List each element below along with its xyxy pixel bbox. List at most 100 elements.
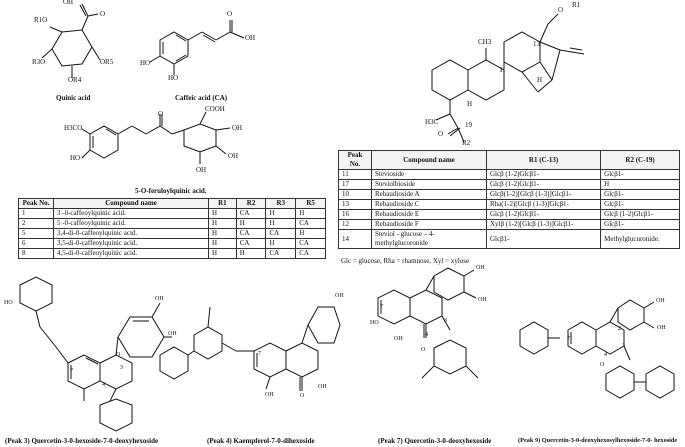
- cell: 5: [18, 228, 54, 239]
- cell: H: [295, 208, 326, 219]
- header-peak-no: Peak No.: [18, 198, 54, 209]
- quinic-or5-label: OR5: [100, 58, 114, 66]
- cell: H: [235, 248, 267, 259]
- peak9-num3: 3: [622, 343, 625, 349]
- cell: H: [600, 179, 680, 190]
- caffeic-oh-label: OH: [245, 34, 256, 42]
- table-row: 13 Rebaudioside C Rha(1-2)[Glcβ (1-3)]Gl…: [338, 199, 680, 210]
- cell: CA: [235, 238, 267, 249]
- header-r2: R2: [235, 198, 267, 209]
- peak3-caption: (Peak 3) Quercetin-3-0-hexoside-7-0-deox…: [5, 437, 159, 445]
- peak7-oh2-label: OH: [478, 297, 487, 303]
- quinic-acid-structure: [20, 2, 130, 97]
- caffeic-acid-structure: [140, 20, 280, 90]
- quinic-oh-label: OH: [63, 0, 74, 6]
- peak7-ho-label: HO: [370, 320, 379, 326]
- cell: Glcβ (1-2)Glcβ1-: [485, 169, 602, 180]
- peak7-num7: 7: [380, 304, 383, 310]
- feruloylquinic-caption: 5-O-feruloylquinic acid.: [135, 187, 207, 195]
- feruloyl-oh2-label: OH: [196, 166, 207, 174]
- cell: Glcβ1-: [485, 229, 602, 249]
- cell: 16: [338, 209, 372, 220]
- cell: H: [208, 218, 237, 229]
- steviol-o2-label: O: [438, 130, 444, 138]
- cell: CA: [265, 228, 297, 239]
- cell: Glcβ1-: [600, 219, 680, 230]
- cell: Glcβ (1-2)Glcβ1-: [600, 209, 680, 220]
- peak9-num4: 4: [604, 352, 607, 358]
- cell: Glcβ(1-2)[Glcβ (1-3)]Glcβ1-: [485, 189, 602, 200]
- cell: Rebaudioside A: [371, 189, 487, 200]
- cell: Glcβ1-: [600, 189, 680, 200]
- quinic-derivatives-table: Peak No. Compound name R1 R2 R3 R5 1 3 -…: [18, 198, 326, 259]
- peak3-o-label: O: [116, 352, 121, 358]
- cell: 3 -0-caffeoylquinic acid.: [52, 208, 210, 219]
- feruloyl-h3co-label: H3CO: [64, 124, 83, 132]
- cell: H: [295, 228, 326, 239]
- peak3-ho-label: HO: [4, 300, 13, 306]
- steviol-c19-label: 19: [465, 121, 472, 129]
- caffeic-o-label: O: [227, 10, 233, 18]
- cell: H: [265, 238, 297, 249]
- steviol-glycoside-structure: [420, 2, 620, 147]
- peak7-oh3-label: OH: [394, 336, 403, 342]
- cell: 10: [338, 189, 372, 200]
- peak9-structure: [510, 290, 685, 435]
- peak3-num3: 3: [120, 365, 123, 371]
- cell: H: [208, 228, 237, 239]
- cell: Stevioside: [371, 169, 487, 180]
- steviol-c13-label: 13: [533, 40, 540, 48]
- quinic-r3o-label: R3O: [32, 58, 46, 66]
- table-row: 2 5 -0-caffeoylquinic acid. H H H CA: [18, 218, 326, 229]
- cell: Rebaudioside E: [371, 209, 487, 220]
- peak7-o-label: O: [421, 347, 426, 353]
- cell: Steviolbioside: [371, 179, 487, 190]
- steviol-o-label: O: [558, 6, 564, 14]
- peak4-oh-label: OH: [335, 293, 344, 299]
- caffeic-ho1-label: HO: [140, 59, 151, 67]
- steviol-ch3a-label: CH3: [478, 38, 492, 46]
- feruloyl-cooh-label: COOH: [205, 105, 225, 113]
- cell: CA: [295, 238, 326, 249]
- cell: Glcβ1-: [600, 169, 680, 180]
- peak7-structure: [368, 268, 518, 428]
- header-r2-c19: R2 (C-19): [600, 150, 680, 170]
- cell: Steviol - glucose – 4-methylglucoronide: [371, 229, 487, 249]
- cell: 3,4-di-0-caffeoylquinic acid.: [52, 228, 210, 239]
- cell: CA: [235, 208, 267, 219]
- header-r1-c13: R1 (C-13): [485, 150, 602, 170]
- cell: 14: [338, 229, 372, 249]
- peak7-oh-label: OH: [476, 265, 485, 271]
- peak7-caption: (Peak 7) Quercetin-3-0-deoxyhexoside: [378, 437, 492, 445]
- peak4-o-label: O: [300, 393, 305, 399]
- header-compound-name: Compound name: [371, 150, 487, 170]
- cell: Glcβ (1-2)Glcβ1-: [485, 179, 602, 190]
- peak9-oh2-label: OH: [657, 325, 666, 331]
- cell: 6: [18, 238, 54, 249]
- sugar-abbreviation-footnote: Glc = glucose, Rha = rhamnose, Xyl = xyl…: [341, 257, 470, 265]
- peak3-num7: 7: [70, 368, 73, 374]
- cell: 13: [338, 199, 372, 210]
- peak9-caption: (Peak 9) Quercetin-3-0-deoxyhexosylhexos…: [518, 437, 678, 444]
- peak9-o-label: O: [600, 362, 605, 368]
- table-row: 16 Rebaudioside E Glcβ (1-2)Glcβ1- Glcβ …: [338, 209, 680, 220]
- table-row: 17 Steviolbioside Glcβ (1-2)Glcβ1- H: [338, 179, 680, 190]
- peak3-oh2-label: OH: [168, 331, 177, 337]
- cell: CA: [295, 248, 326, 259]
- peak3-num4: 4: [102, 382, 105, 388]
- table-row: 10 Rebaudioside A Glcβ(1-2)[Glcβ (1-3)]G…: [338, 189, 680, 200]
- cell: CA: [235, 228, 267, 239]
- cell: H: [265, 208, 297, 219]
- table-row: 5 3,4-di-0-caffeoylquinic acid. H CA CA …: [18, 228, 326, 239]
- cell: Rebaudioside F: [371, 219, 487, 230]
- caffeic-ho2-label: HO: [168, 74, 179, 82]
- table-row: 1 3 -0-caffeoylquinic acid. H CA H H: [18, 208, 326, 219]
- header-compound-name: Compound name: [52, 198, 210, 209]
- cell: H: [208, 208, 237, 219]
- cell: 3,5-di-0-caffeoylquinic acid.: [52, 238, 210, 249]
- feruloyl-ho-label: HO: [70, 154, 81, 162]
- steviol-h3-label: H: [467, 100, 473, 108]
- table-header-row: Peak No. Compound name R1 R2 R3 R5: [18, 198, 326, 209]
- steviol-r1-label: R1: [572, 1, 581, 9]
- quinic-acid-caption: Quinic acid: [56, 94, 91, 102]
